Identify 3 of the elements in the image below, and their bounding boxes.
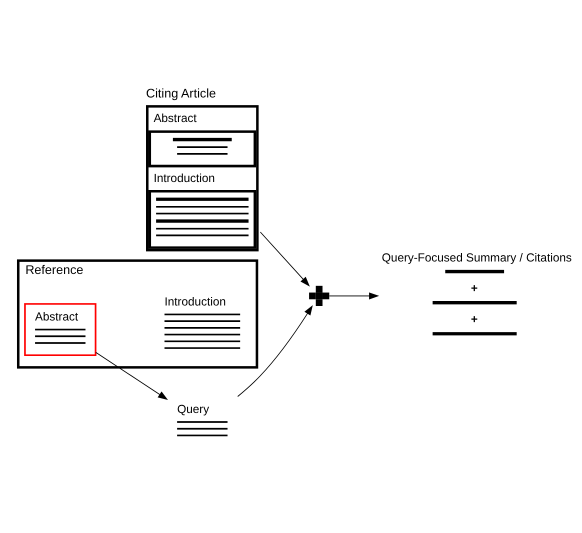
node-label: Query-Focused Summary / Citations (382, 252, 572, 265)
node-label: Citing Article (146, 86, 216, 101)
node-label: Query (177, 402, 210, 416)
